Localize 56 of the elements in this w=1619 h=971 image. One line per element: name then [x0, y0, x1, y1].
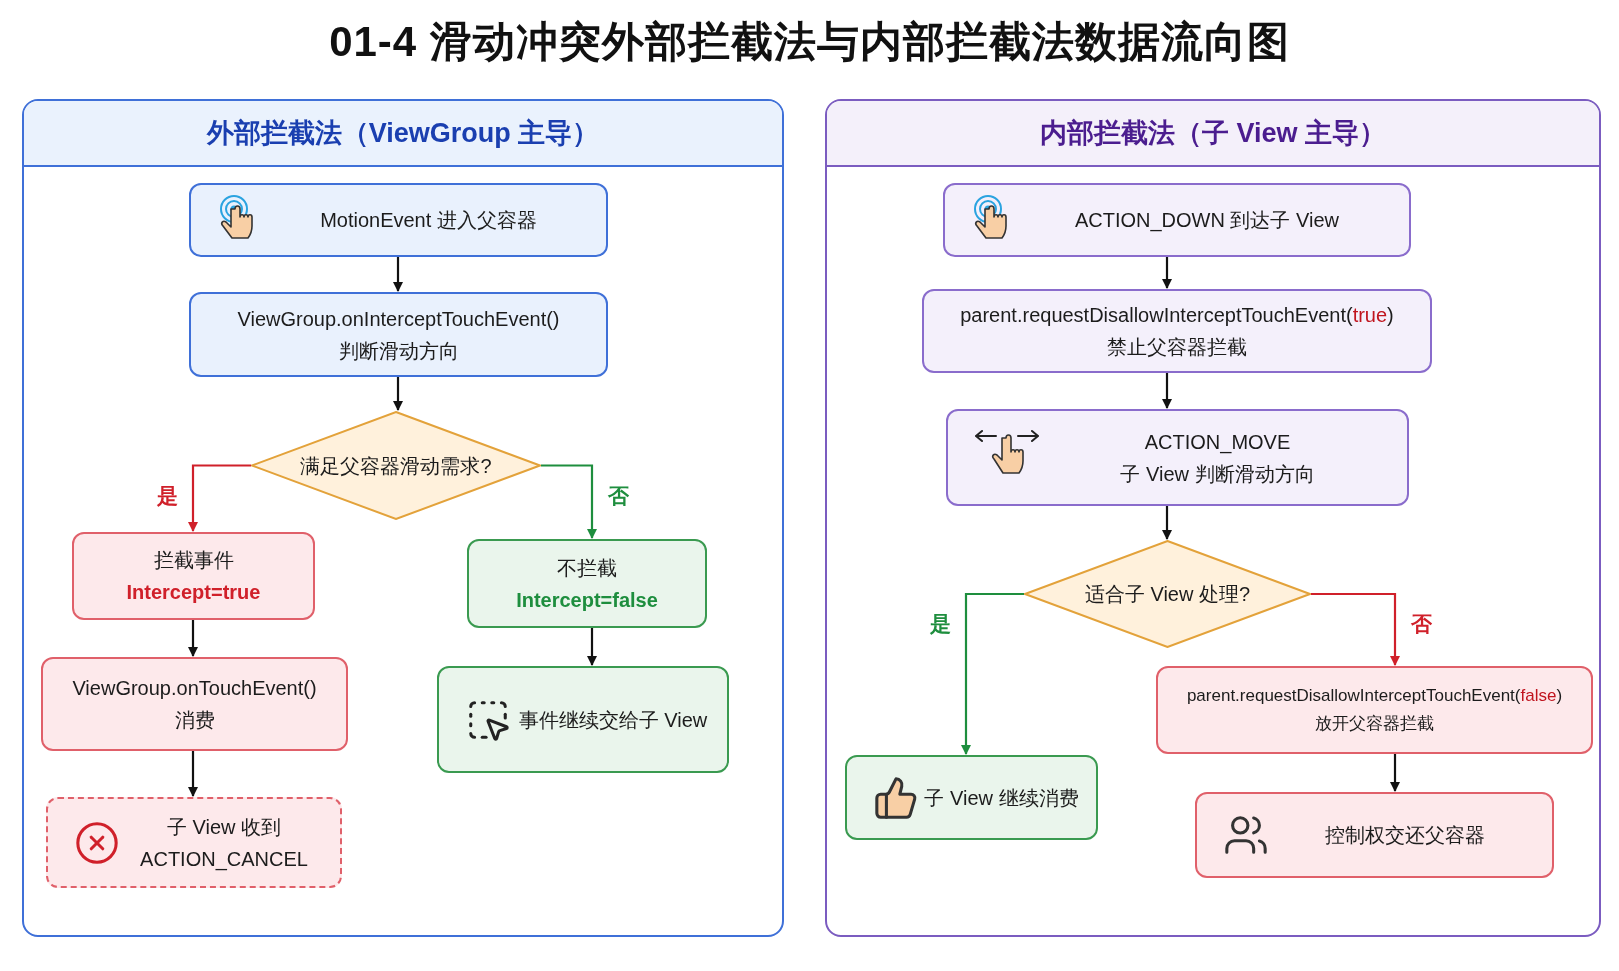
arrow — [1390, 754, 1400, 792]
arrow — [1311, 592, 1400, 666]
panel — [22, 99, 784, 937]
process-box — [943, 183, 1411, 257]
process-box — [437, 666, 729, 773]
node-label: 子 View 收到 — [166, 814, 282, 839]
process-box — [1156, 666, 1593, 754]
node-label: 事件继续交给子 View — [518, 707, 708, 732]
process-box — [189, 183, 608, 257]
node-label: ACTION_MOVE — [1144, 429, 1291, 454]
node-sublabel: 放开父容器拦截 — [1315, 714, 1434, 735]
process-box — [46, 797, 342, 888]
decision-diamond — [1024, 540, 1311, 648]
arrow — [393, 377, 403, 411]
arrow — [393, 257, 403, 292]
process-box — [189, 292, 608, 377]
node-label: ViewGroup.onTouchEvent() — [72, 676, 317, 700]
node-label: 适合子 View 处理? — [1084, 582, 1251, 606]
process-box — [946, 409, 1409, 506]
process-box — [845, 755, 1098, 840]
diagram-title: 01-4 滑动冲突外部拦截法与内部拦截法数据流向图 — [328, 17, 1291, 67]
node-label: MotionEvent 进入父容器 — [320, 208, 537, 232]
node-label: parent.requestDisallowInterceptTouchEvent(true) — [960, 303, 1394, 327]
node-sublabel: Intercept=false — [516, 587, 658, 612]
arrow — [961, 592, 1024, 755]
process-box — [922, 289, 1432, 373]
node-label: 不拦截 — [557, 555, 617, 580]
arrow — [587, 628, 597, 666]
panel — [825, 99, 1601, 937]
process-box — [1195, 792, 1554, 878]
arrow — [1162, 257, 1172, 289]
decision-diamond — [251, 411, 541, 520]
node-sublabel: Intercept=true — [126, 580, 261, 604]
node-sublabel: 子 View 判断滑动方向 — [1120, 461, 1315, 486]
node-label: 子 View 继续消费 — [924, 785, 1079, 810]
arrow — [541, 464, 597, 539]
node-sublabel: ACTION_CANCEL — [140, 846, 308, 871]
node-sublabel: 消费 — [174, 708, 215, 732]
arrow — [1162, 506, 1172, 540]
node-label: ACTION_DOWN 到达子 View — [1074, 208, 1340, 232]
process-box — [467, 539, 707, 628]
node-label: 拦截事件 — [153, 548, 234, 572]
node-label: 满足父容器滑动需求? — [300, 453, 492, 478]
panel-heading: 内部拦截法（子 View 主导） — [1039, 117, 1386, 150]
node-label: parent.requestDisallowInterceptTouchEvent(false) — [1186, 685, 1563, 706]
node-label: 控制权交还父容器 — [1324, 823, 1485, 847]
node-sublabel: 禁止父容器拦截 — [1107, 335, 1247, 359]
arrow — [1162, 373, 1172, 409]
node-sublabel: 判断滑动方向 — [338, 338, 459, 363]
arrow — [188, 620, 198, 657]
arrow — [188, 464, 251, 532]
process-box — [41, 657, 348, 751]
arrow — [188, 751, 198, 797]
process-box — [72, 532, 315, 620]
node-label: ViewGroup.onInterceptTouchEvent() — [237, 306, 560, 331]
panel-heading: 外部拦截法（ViewGroup 主导） — [206, 117, 600, 150]
